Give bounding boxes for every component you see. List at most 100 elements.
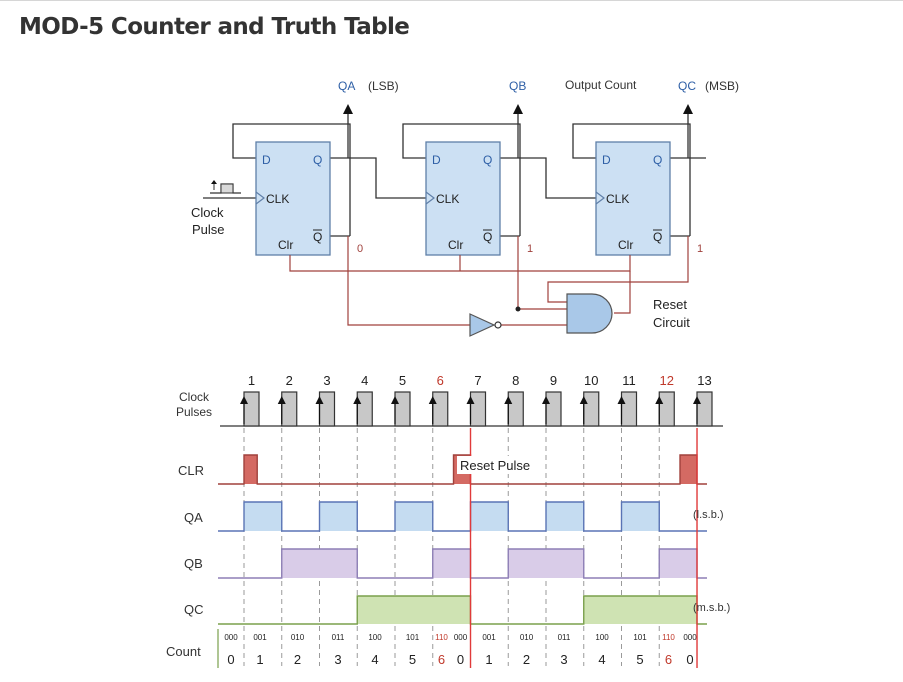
qa-high-region — [244, 502, 282, 531]
clr-high-region — [680, 455, 697, 484]
qa-high-region — [395, 502, 433, 531]
row-label-clock: Clock — [179, 390, 210, 404]
qc-high-region — [357, 596, 471, 624]
count-binary: 100 — [595, 633, 609, 642]
clock-pulse-number: 12 — [660, 373, 674, 388]
count-binary: 100 — [368, 633, 382, 642]
clock-edge-arrowhead — [315, 396, 324, 404]
qbar-value-3: 1 — [697, 243, 703, 255]
clock-edge-arrowhead — [655, 396, 664, 404]
row-label-clr: CLR — [178, 463, 204, 478]
flip-flop-1: D Q CLK Clr Q — [255, 141, 331, 256]
clock-pulse — [583, 391, 600, 427]
clock-pulse — [356, 391, 373, 427]
qa-high-region — [621, 502, 660, 531]
clock-input-label-2: Pulse — [192, 222, 225, 237]
qc-high-region — [583, 596, 697, 624]
clock-pulse-number: 9 — [550, 373, 557, 388]
clock-edge-arrowhead — [466, 396, 475, 404]
count-binary: 010 — [520, 633, 534, 642]
ff1-qbar: Q — [313, 230, 322, 244]
clock-pulse-number: 13 — [697, 373, 711, 388]
and-gate — [566, 293, 613, 334]
clr-trace — [218, 454, 707, 485]
qa-trace — [218, 501, 707, 532]
clock-edge-arrowhead — [579, 396, 588, 404]
qb-high-region — [508, 549, 584, 578]
clock-pulse-number: 8 — [512, 373, 519, 388]
count-binary: 101 — [633, 633, 647, 642]
clock-pulse-number: 4 — [361, 373, 368, 388]
feedback-wire-1 — [232, 123, 351, 236]
count-decimal: 2 — [294, 652, 301, 667]
count-binary: 110 — [435, 633, 448, 642]
clock-pulse-number: 7 — [474, 373, 481, 388]
ff1-q: Q — [313, 153, 322, 167]
count-binary: 010 — [291, 633, 305, 642]
clr-high-region — [244, 455, 258, 484]
inverter-gate — [469, 306, 521, 337]
top-divider — [0, 0, 903, 1]
feedback-wire-3 — [572, 123, 691, 236]
qbar-value-1: 0 — [357, 243, 363, 255]
clock-edge-arrowhead — [391, 396, 399, 404]
clock-pulse-number: 5 — [399, 373, 406, 388]
clock-pulse-number: 11 — [622, 373, 636, 388]
qbar-value-2: 1 — [527, 243, 533, 255]
qc-label: QC — [678, 79, 696, 93]
reset-pulse-label-bg — [457, 456, 543, 474]
ff1-d: D — [262, 153, 271, 167]
circuit-schematic: QA (LSB) QB Output Count QC (MSB) — [191, 78, 739, 337]
count-binary: 001 — [253, 633, 267, 642]
qbar-stub-3: 1 — [670, 235, 703, 255]
output-arrow-qa — [343, 104, 353, 158]
ff2-q: Q — [483, 153, 492, 167]
row-label-qa: QA — [184, 510, 203, 525]
clock-pulse-number: 10 — [584, 373, 598, 388]
count-decimal: 1 — [485, 652, 492, 667]
ff2-qbar: Q — [483, 230, 492, 244]
qa-label: QA — [338, 79, 355, 93]
clock-pulse-number: 1 — [248, 373, 255, 388]
output-count-label: Output Count — [565, 78, 637, 92]
row-label-qb: QB — [184, 556, 203, 571]
count-decimal: 2 — [523, 652, 530, 667]
page-title: MOD-5 Counter and Truth Table — [19, 14, 410, 40]
count-binary: 001 — [482, 633, 496, 642]
count-decimal: 4 — [371, 652, 378, 667]
count-decimal: 3 — [334, 652, 341, 667]
qb-label: QB — [509, 79, 526, 93]
clock-pulse — [432, 391, 449, 427]
clock-pulse — [394, 391, 411, 427]
clock-edge-arrowhead — [353, 396, 362, 404]
clock-pulse — [243, 391, 260, 427]
row-label-pulses: Pulses — [176, 405, 212, 419]
clock-pulse-number: 2 — [286, 373, 293, 388]
count-binary: 000 — [224, 633, 238, 642]
clock-pulse — [469, 391, 487, 427]
count-binary: 000 — [683, 633, 697, 642]
qa-waveform — [218, 501, 707, 532]
ff1-clk: CLK — [266, 192, 289, 206]
ff1-clr: Clr — [278, 238, 293, 252]
clock-edge-arrowhead — [693, 396, 701, 404]
count-decimal: 0 — [686, 652, 693, 667]
clock-waveform — [220, 391, 723, 427]
count-binary: 000 — [454, 633, 468, 642]
count-decimal: 4 — [598, 652, 605, 667]
ff3-qbar: Q — [653, 230, 662, 244]
clock-edge-arrowhead — [428, 396, 437, 404]
qc-msb-note: (MSB) — [705, 79, 739, 93]
clock-pulse — [620, 391, 638, 427]
clock-edge-arrowhead — [504, 396, 513, 404]
clock-edge-arrowhead — [617, 396, 626, 404]
count-binary: 110 — [662, 633, 675, 642]
clock-pulse — [696, 391, 713, 427]
clock-edge-arrowhead — [240, 396, 248, 404]
qa-high-region — [319, 502, 358, 531]
row-label-count: Count — [166, 644, 201, 659]
clock-pulse — [507, 391, 524, 427]
